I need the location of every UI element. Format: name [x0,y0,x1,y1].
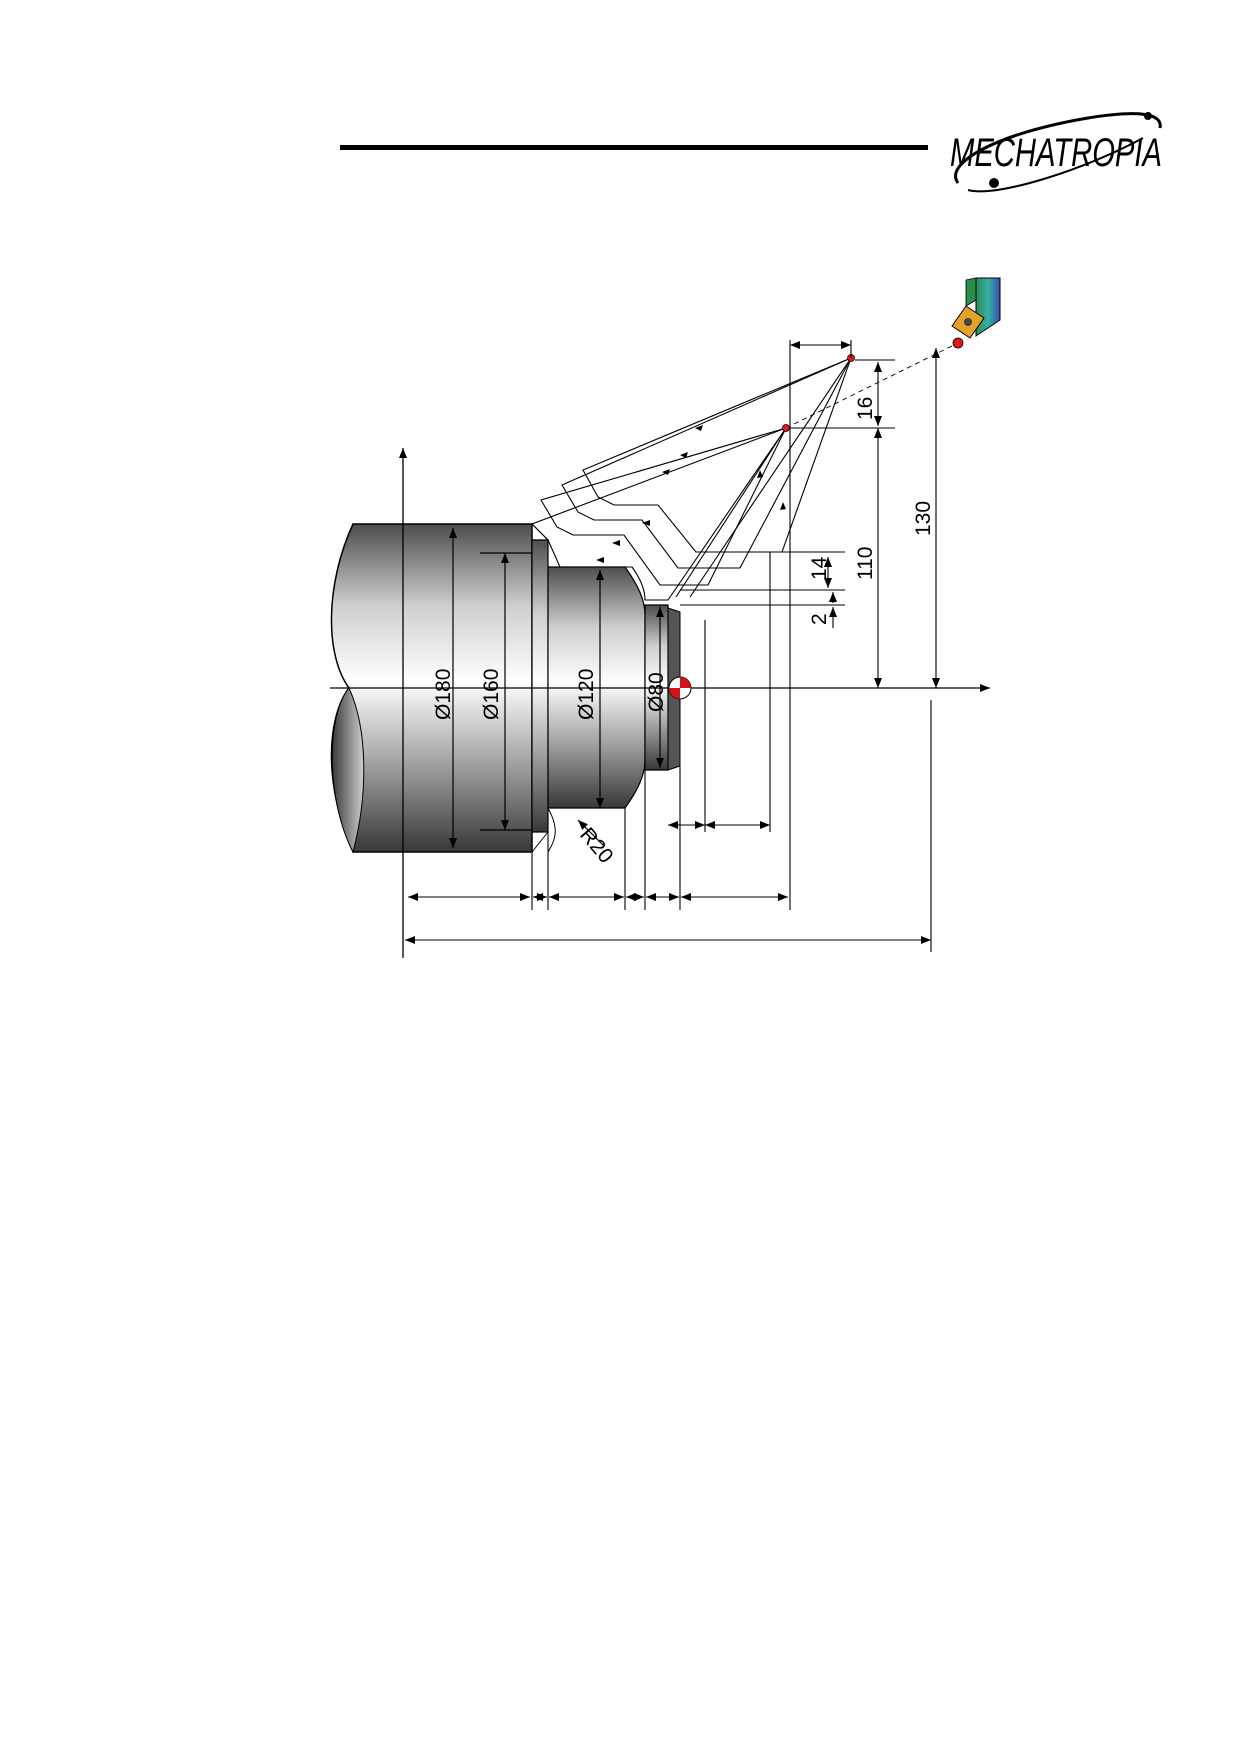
rapid-to-start [785,342,959,429]
length-dimensions [405,552,932,952]
dim-2: 2 [808,613,831,625]
toolpath [531,342,959,601]
dim-d120: Ø120 [575,669,598,720]
pass-2 [561,357,852,569]
dim-110: 110 [854,547,877,580]
program-points [782,337,964,432]
point-tool-home [952,337,964,349]
turning-tool-icon [951,277,1001,339]
point-cycle-start [782,424,790,432]
pass-outer [582,357,852,553]
r20-leader [577,819,604,846]
pass-finish [531,427,787,601]
workpiece-zero-icon [668,676,692,700]
diameter-dimensions [449,528,664,848]
dim-130: 130 [912,501,935,536]
dim-r20: R20 [575,823,617,867]
header-rule [340,145,928,150]
position-dimensions [680,340,940,910]
mechatropia-logo: MECHATROPIA [950,112,1162,193]
dim-d160: Ø160 [480,669,503,720]
dim-14: 14 [808,556,831,580]
dim-d80: Ø80 [645,672,668,712]
broken-end-face [331,687,365,854]
dim-16: 16 [854,397,877,420]
pass-3 [540,427,787,586]
toolpath-arrows [596,425,786,563]
step-d160 [531,539,549,833]
turning-drawing: Ø180 Ø160 Ø120 Ø80 R20 [330,277,1001,958]
dim-d180: Ø180 [432,669,455,720]
logo-text: MECHATROPIA [950,131,1162,175]
